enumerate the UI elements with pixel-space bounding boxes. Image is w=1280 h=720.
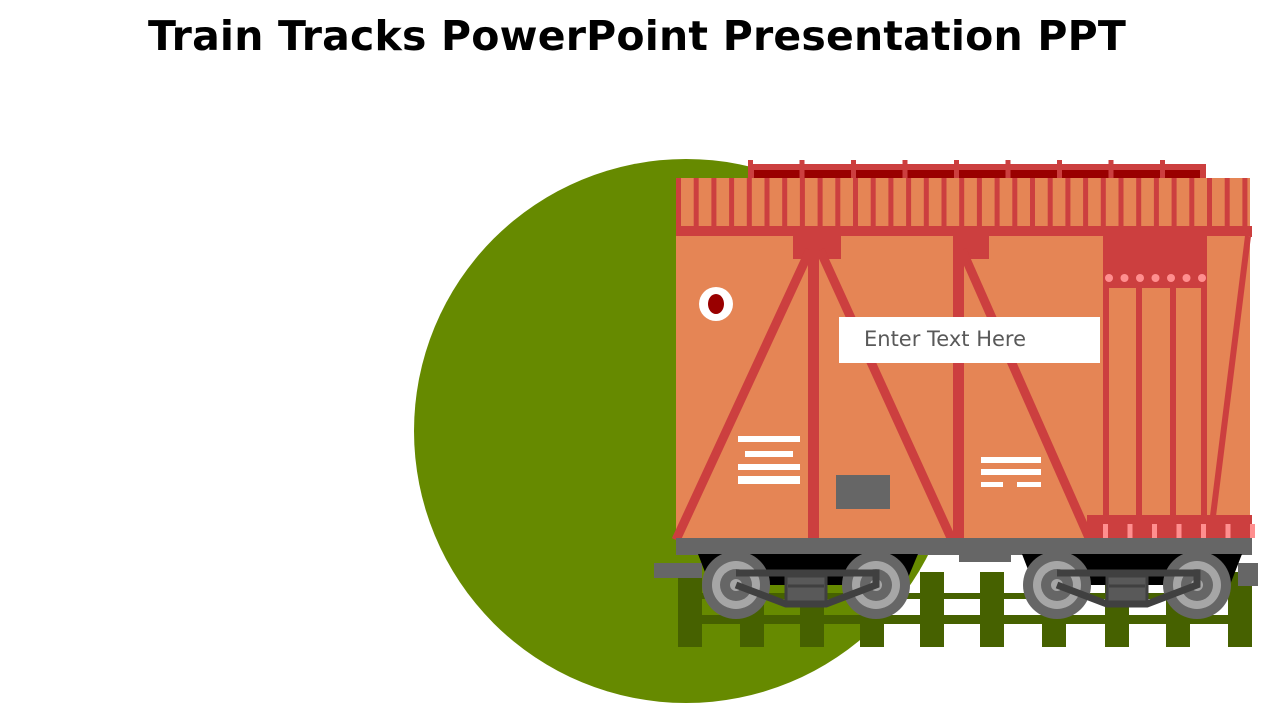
slat — [906, 178, 912, 228]
brace — [1207, 235, 1251, 541]
coupler-right — [1238, 563, 1258, 586]
sill-mark — [1201, 524, 1206, 538]
door-post — [1103, 288, 1109, 528]
underframe — [676, 538, 1252, 555]
rivet — [1151, 274, 1160, 282]
slat — [853, 178, 858, 228]
slat — [1083, 178, 1089, 228]
slat — [1171, 178, 1177, 228]
sill-mark — [1250, 524, 1255, 538]
sill-mark — [1127, 524, 1133, 538]
slat — [994, 178, 1000, 228]
roof-post — [1057, 160, 1062, 180]
slat — [976, 178, 982, 228]
track-tie — [920, 572, 944, 647]
track-rail — [678, 615, 1250, 624]
stripe — [738, 476, 800, 484]
track-rail — [678, 593, 1250, 599]
stripe — [981, 469, 1041, 475]
slat — [941, 178, 947, 228]
track-tie — [980, 572, 1004, 647]
sill-mark — [1176, 524, 1182, 538]
center-block — [959, 554, 1011, 562]
roof-post — [954, 160, 959, 180]
roof-post — [799, 160, 805, 180]
roof-post — [851, 160, 856, 180]
plate — [836, 475, 890, 509]
stripe — [745, 451, 793, 457]
slide-title: Train Tracks PowerPoint Presentation PPT — [147, 12, 1126, 60]
slat — [1065, 178, 1071, 228]
door-sill — [1087, 515, 1252, 540]
top-rail — [676, 226, 1252, 237]
roof-inner — [754, 170, 1200, 180]
slat — [888, 178, 894, 228]
slat — [1207, 178, 1212, 228]
stripe — [738, 436, 800, 442]
stripe — [738, 464, 800, 470]
slat — [799, 178, 805, 228]
door-post — [1136, 288, 1142, 528]
stripe — [981, 482, 1003, 487]
rivet — [1105, 274, 1113, 282]
bogie-box — [1105, 574, 1149, 604]
slat — [1224, 178, 1230, 228]
bogie-frame — [1055, 569, 1201, 608]
slat — [835, 178, 841, 228]
track-tie — [678, 572, 702, 647]
slat — [1047, 178, 1053, 228]
slat — [1100, 178, 1106, 228]
slat — [782, 178, 788, 228]
brace — [957, 248, 1095, 542]
roof-post — [1005, 160, 1011, 180]
stripe — [981, 457, 1041, 463]
bogie-box — [784, 574, 828, 604]
slat — [870, 178, 876, 228]
text-placeholder-label: Enter Text Here — [864, 327, 1026, 351]
slat — [676, 178, 681, 228]
slat — [1242, 178, 1248, 228]
rivet — [1167, 274, 1175, 282]
stripe — [1017, 482, 1041, 487]
rivet — [1182, 274, 1191, 282]
brace — [671, 248, 815, 542]
slat — [746, 178, 752, 228]
sill-mark — [1152, 524, 1157, 538]
rivet — [1136, 274, 1144, 282]
slat — [1189, 178, 1195, 228]
slat — [1012, 178, 1018, 228]
sill-mark — [1103, 524, 1108, 538]
lamp — [708, 294, 724, 314]
slat — [817, 178, 823, 228]
roof-post — [1108, 160, 1114, 180]
slat — [1118, 178, 1124, 228]
post — [808, 250, 819, 540]
slat — [693, 178, 699, 228]
bogie-frame — [734, 569, 880, 608]
slat — [1153, 178, 1159, 228]
rivet — [1198, 274, 1206, 282]
door-post — [1201, 288, 1207, 528]
coupler-left — [654, 563, 702, 578]
roof-post — [902, 160, 908, 180]
slat — [711, 178, 717, 228]
roof-post — [748, 160, 753, 180]
rivet — [1120, 274, 1129, 282]
post — [953, 250, 964, 540]
freight-car — [654, 160, 1258, 619]
text-placeholder[interactable]: Enter Text Here — [839, 317, 1100, 363]
slat — [729, 178, 735, 228]
brace — [815, 248, 957, 542]
slat — [1030, 178, 1035, 228]
sill-mark — [1225, 524, 1231, 538]
slat — [764, 178, 770, 228]
slat — [1136, 178, 1142, 228]
slat — [959, 178, 965, 228]
roof-post — [1160, 160, 1165, 180]
slat — [923, 178, 929, 228]
door-post — [1170, 288, 1176, 528]
